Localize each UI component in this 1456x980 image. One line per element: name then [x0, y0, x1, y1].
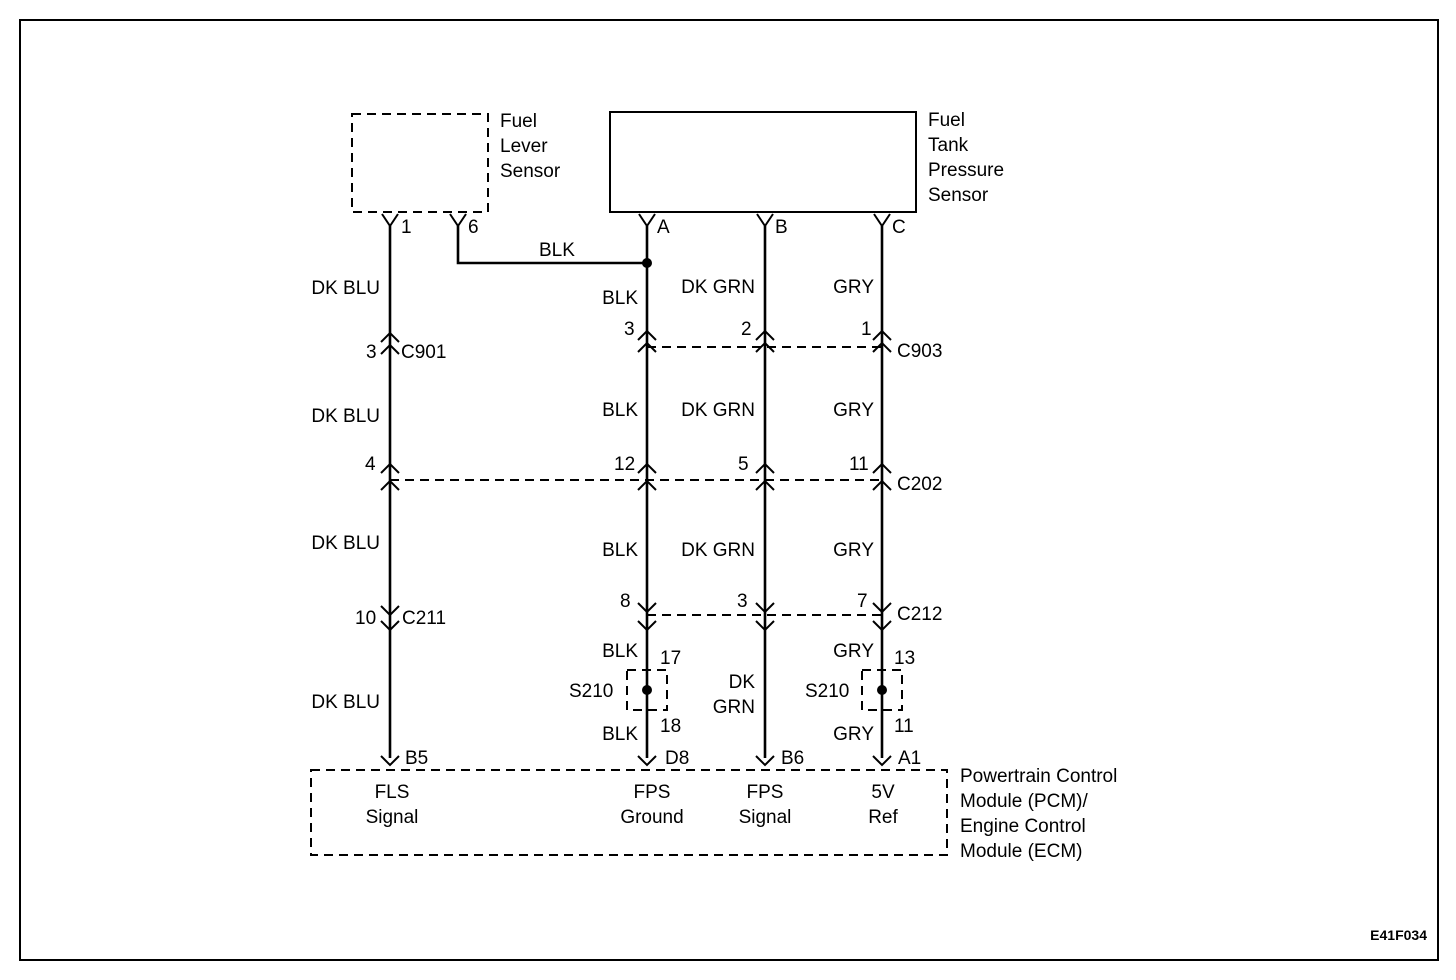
wire-label-dk-blu-3: DK BLU: [311, 533, 380, 554]
pcm-terminal-labels: FLS Signal FPS Ground FPS Signal 5V Ref: [366, 782, 899, 828]
wire-label-blk-link: BLK: [539, 240, 575, 261]
splice-right-top-pin: 13: [894, 648, 915, 669]
ftps-label-line-1: Fuel: [928, 110, 965, 131]
fps-ground-line-2: Ground: [620, 807, 683, 828]
c901-label: C901: [401, 342, 446, 363]
c202-label: C202: [897, 474, 942, 495]
connector-c901: [380, 331, 400, 355]
fps-signal-line-2: Signal: [739, 807, 792, 828]
fuel-level-sensor-box: [351, 113, 489, 213]
fls-label-line-1: Fuel: [500, 111, 537, 132]
terminal-fls-1: [381, 213, 399, 228]
fls-signal-line-1: FLS: [375, 782, 410, 803]
fls-label-line-2: Lever: [500, 136, 548, 157]
wire-label-dk-grn-1: DK GRN: [681, 277, 755, 298]
wire-label-blk-5: BLK: [602, 724, 638, 745]
wire-label-gry-4: GRY: [833, 641, 874, 662]
wire-label-dk-blu-2: DK BLU: [311, 406, 380, 427]
wire-label-dk-blu-4: DK BLU: [311, 692, 380, 713]
splice-left-bottom-pin: 18: [660, 716, 681, 737]
c212-pin-3: 3: [737, 591, 748, 612]
connector-c211: [380, 605, 400, 632]
wire-label-dk-grn-2: DK GRN: [681, 400, 755, 421]
wire-label-dk-grn-4a: DK: [729, 672, 756, 693]
splice-left-top-pin: 17: [660, 648, 681, 669]
splice-s210-left-box: [626, 669, 668, 711]
c212-label: C212: [897, 604, 942, 625]
wire-label-blk-3: BLK: [602, 540, 638, 561]
pin-1-label: 1: [401, 217, 412, 238]
pcm-label: Powertrain Control Module (PCM)/ Engine …: [960, 766, 1117, 862]
terminal-ftps-a: [638, 213, 656, 228]
wire-label-blk-4: BLK: [602, 641, 638, 662]
pcm-pin-a1: A1: [898, 748, 921, 769]
pcm-terminals: [380, 755, 892, 767]
splice-s210-right-dot: [877, 685, 887, 695]
pcm-label-line-4: Module (ECM): [960, 841, 1082, 862]
pcm-pin-d8: D8: [665, 748, 689, 769]
c903-pin-3: 3: [624, 319, 635, 340]
c903-label: C903: [897, 341, 942, 362]
splice-s210-left-dot: [642, 685, 652, 695]
fls-label-line-3: Sensor: [500, 161, 561, 182]
fls-signal-line-2: Signal: [366, 807, 419, 828]
wire-blk-ground-link: [456, 226, 647, 265]
splice-s210-right-label: S210: [805, 681, 849, 702]
fps-ground-line-1: FPS: [634, 782, 671, 803]
pcm-box: [310, 769, 948, 856]
c212-pin-7: 7: [857, 591, 868, 612]
c903-pin-2: 2: [741, 319, 752, 340]
wire-label-gry-1: GRY: [833, 277, 874, 298]
splice-s210-left-label: S210: [569, 681, 613, 702]
terminal-fls-6: [449, 213, 467, 228]
pin-a-label: A: [657, 217, 670, 238]
pin-b-label: B: [775, 217, 788, 238]
wire-label-dk-blu-1: DK BLU: [311, 278, 380, 299]
wire-label-gry-2: GRY: [833, 400, 874, 421]
ref-5v-line-2: Ref: [868, 807, 898, 828]
splice-s210-right-box: [861, 669, 903, 711]
wire-label-dk-grn-3: DK GRN: [681, 540, 755, 561]
wire-label-gry-3: GRY: [833, 540, 874, 561]
fuel-tank-pressure-sensor-box: [609, 111, 917, 213]
connector-c212: [637, 602, 892, 632]
c212-pin-8: 8: [620, 591, 631, 612]
wire-label-dk-grn-4b: GRN: [713, 697, 755, 718]
ref-5v-line-1: 5V: [871, 782, 895, 803]
terminal-ftps-b: [756, 213, 774, 228]
pcm-pin-b5: B5: [405, 748, 428, 769]
ftps-label-line-4: Sensor: [928, 185, 989, 206]
c202-pin-11: 11: [849, 454, 869, 475]
pcm-label-line-3: Engine Control: [960, 816, 1086, 837]
pin-6-label: 6: [468, 217, 479, 238]
c901-pin-label: 3: [366, 342, 377, 363]
c211-pin-label: 10: [355, 608, 376, 629]
fuel-level-sensor-label: Fuel Lever Sensor: [500, 111, 561, 182]
ftps-label-line-3: Pressure: [928, 160, 1004, 181]
pcm-pin-b6: B6: [781, 748, 804, 769]
figure-id: E41F034: [1370, 927, 1427, 943]
splice-right-bottom-pin: 11: [894, 716, 914, 737]
fuel-tank-pressure-sensor-label: Fuel Tank Pressure Sensor: [928, 110, 1004, 206]
terminal-ftps-c: [873, 213, 891, 228]
wire-label-gry-5: GRY: [833, 724, 874, 745]
c903-pin-1: 1: [861, 319, 872, 340]
c202-pin-12: 12: [614, 454, 635, 475]
c202-pin-5: 5: [738, 454, 749, 475]
wire-label-blk-1: BLK: [602, 288, 638, 309]
fps-signal-line-1: FPS: [747, 782, 784, 803]
connector-c202: [380, 462, 892, 491]
c202-pin-4: 4: [365, 454, 376, 475]
pin-c-label: C: [892, 217, 906, 238]
connector-c903: [637, 329, 892, 353]
wire-label-blk-2: BLK: [602, 400, 638, 421]
pcm-label-line-2: Module (PCM)/: [960, 791, 1088, 812]
diagram-frame: [19, 19, 1439, 961]
sensor-terminals: [381, 213, 891, 228]
ftps-label-line-2: Tank: [928, 135, 969, 156]
c211-label: C211: [402, 608, 446, 629]
pcm-label-line-1: Powertrain Control: [960, 766, 1117, 787]
